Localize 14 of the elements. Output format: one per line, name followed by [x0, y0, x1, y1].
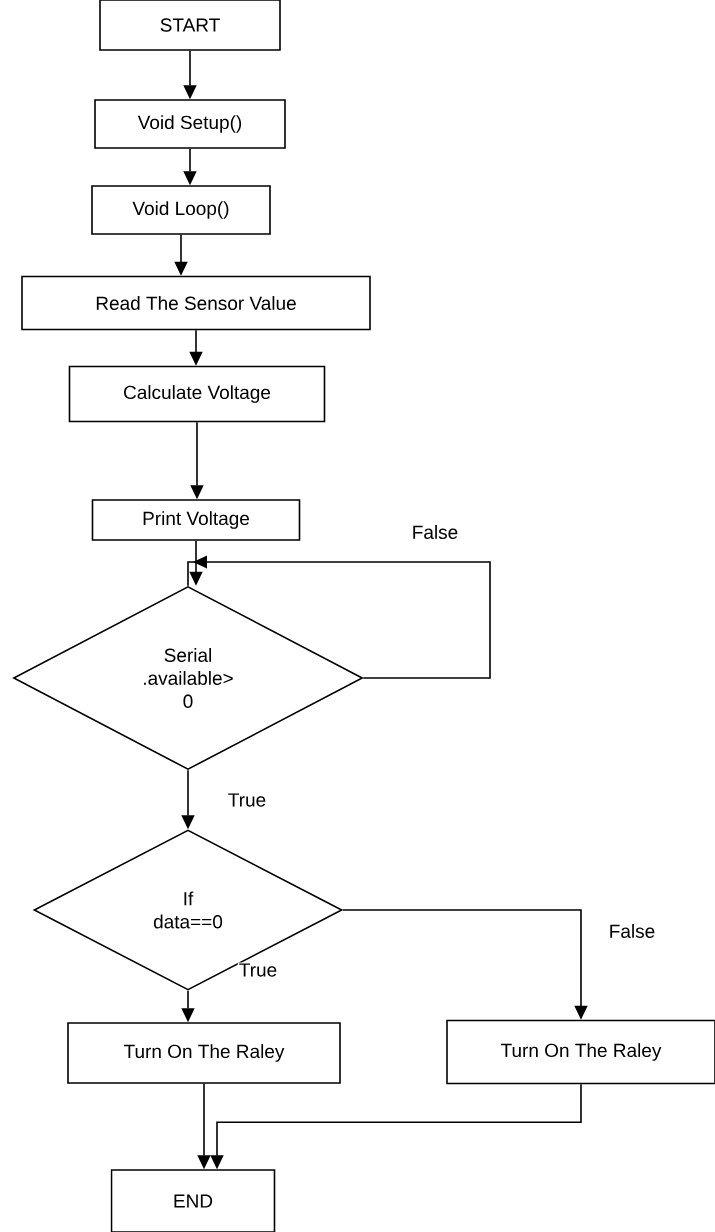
edge-label: False [410, 524, 460, 540]
edge-label: False [607, 923, 657, 939]
process-box: END [110, 1169, 276, 1232]
process-box: Read The Sensor Value [21, 275, 371, 331]
process-box: START [99, 0, 281, 51]
process-box: Turn On The Raley [67, 1022, 341, 1084]
edge-label: True [237, 962, 279, 978]
edge-label: True [226, 792, 268, 808]
process-box: Void Setup() [94, 99, 286, 149]
process-box: Void Loop() [91, 185, 271, 235]
arrow [187, 555, 491, 679]
process-box: Turn On The Raley [446, 1019, 715, 1085]
process-box: Calculate Voltage [68, 365, 326, 423]
process-box: Print Voltage [91, 499, 301, 541]
